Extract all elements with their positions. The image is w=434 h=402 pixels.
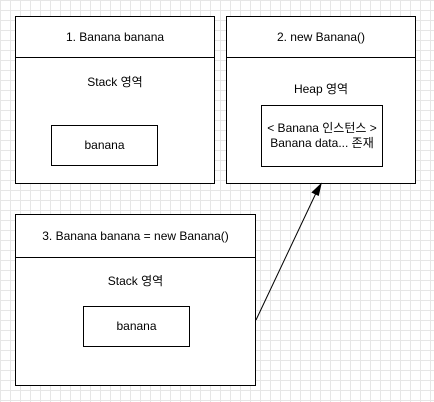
panel-assign: 3. Banana banana = new Banana() Stack 영역… [15,214,256,386]
heap-region-label: Heap 영역 [293,82,349,96]
panel-instantiate: 2. new Banana() Heap 영역 < Banana 인스턴스 > … [226,16,416,184]
reference-arrowhead [311,182,322,197]
stack-region-label: Stack 영역 [107,274,164,288]
stack-variable-box: banana [51,125,158,166]
panel-declare-title: 1. Banana banana [16,17,214,58]
panel-assign-title: 3. Banana banana = new Banana() [16,215,255,258]
heap-object-title: < Banana 인스턴스 > [267,121,377,135]
stack-variable-box: banana [83,306,190,347]
panel-instantiate-title: 2. new Banana() [227,17,415,58]
stack-region-label: Stack 영역 [87,75,143,89]
heap-object-data: Banana data... 존재 [270,136,374,150]
reference-arrow-line [255,190,318,321]
heap-object-box: < Banana 인스턴스 > Banana data... 존재 [261,105,383,167]
panel-declare: 1. Banana banana Stack 영역 banana [15,16,215,184]
